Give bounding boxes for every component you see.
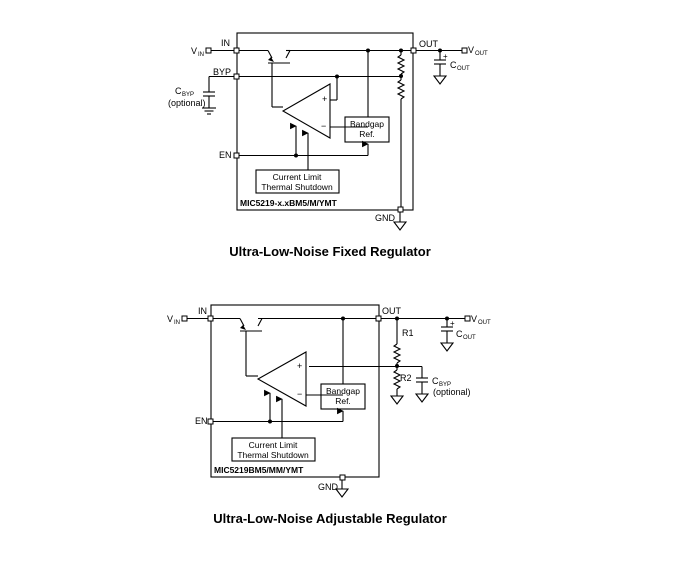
adjustable-pin-gnd [339,474,346,481]
svg-text:C: C [456,329,463,339]
adjustable-output-capacitor: + C OUT [439,318,476,352]
fixed-cout-ground-icon [432,75,448,85]
adjustable-gnd-icon [334,488,350,498]
svg-text:+: + [443,52,448,61]
svg-text:C: C [175,86,182,96]
adjustable-cbyp-ground-icon [414,393,430,403]
svg-text:−: − [321,121,326,131]
fixed-regulator-diagram: V IN IN OUT V OUT [168,32,488,259]
fixed-internal-divider [396,50,406,206]
svg-text:+: + [297,361,302,371]
adjustable-error-amplifier: + − [256,351,343,407]
svg-text:OUT: OUT [478,320,491,326]
svg-text:C: C [450,60,457,70]
adjustable-pass-transistor [213,317,376,332]
svg-text:IN: IN [174,320,180,326]
fixed-part-number: MIC5219-x.xBM5/M/YMT [240,198,338,208]
fixed-bandgap-label-2: Ref. [359,129,375,139]
svg-text:+: + [450,319,455,328]
adjustable-bypass-capacitor: C BYP (optional) [414,366,471,403]
svg-text:OUT: OUT [475,51,488,57]
adjustable-caption: Ultra-Low-Noise Adjustable Regulator [213,511,447,526]
adjustable-regulator-diagram: V IN IN OUT V OUT [167,304,491,526]
fixed-vout-terminal: V OUT [461,45,488,57]
adjustable-feedback-divider: R1 R2 [389,318,414,405]
svg-text:−: − [297,389,302,399]
adjustable-cout-ground-icon [439,342,455,352]
adjustable-pin-in [207,315,214,322]
fixed-current-limit-label-2: Thermal Shutdown [261,182,333,192]
svg-text:OUT: OUT [463,335,476,341]
adjustable-vin-terminal: V IN [167,314,209,326]
adjustable-r1-label: R1 [402,328,414,338]
adjustable-bandgap-label-1: Bandgap [326,386,360,396]
adjustable-pin-en-label: EN [195,416,208,426]
fixed-pin-gnd [397,206,404,213]
adjustable-pin-out-label: OUT [382,306,402,316]
fixed-error-amplifier: + − [281,83,368,139]
svg-text:(optional): (optional) [168,98,206,108]
fixed-pin-gnd-label: GND [375,213,396,223]
fixed-bypass-capacitor: C BYP (optional) [168,75,234,115]
fixed-pin-en-label: EN [219,150,232,160]
fixed-pin-out [410,47,417,54]
fixed-pin-in [233,47,240,54]
fixed-pin-en [233,152,240,159]
fixed-ic-outline [236,32,414,211]
svg-text:V: V [468,45,474,55]
fixed-pass-transistor [239,49,411,64]
svg-text:BYP: BYP [439,382,451,388]
adjustable-r2-ground-icon [389,395,405,405]
svg-text:V: V [167,314,173,324]
adjustable-current-limit-block [231,437,316,462]
svg-text:V: V [471,314,477,324]
adjustable-vout-terminal: V OUT [464,314,491,326]
adjustable-r2-label: R2 [400,373,412,383]
fixed-current-limit-block [255,169,340,194]
fixed-pin-byp [233,73,240,80]
svg-text:OUT: OUT [457,66,470,72]
svg-text:BYP: BYP [182,92,194,98]
svg-text:IN: IN [198,52,204,58]
adjustable-current-limit-label-1: Current Limit [249,440,298,450]
fixed-vin-terminal: V IN [191,46,236,58]
fixed-current-limit-label-1: Current Limit [273,172,322,182]
fixed-gnd-icon [392,221,408,231]
adjustable-pin-out [375,315,382,322]
fixed-output-capacitor: + C OUT [432,50,470,85]
adjustable-pin-in-label: IN [198,306,207,316]
adjustable-current-limit-label-2: Thermal Shutdown [237,450,309,460]
fixed-caption: Ultra-Low-Noise Fixed Regulator [229,244,431,259]
fixed-bandgap-label-1: Bandgap [350,119,384,129]
adjustable-pin-gnd-label: GND [318,482,339,492]
svg-text:C: C [432,376,439,386]
adjustable-bandgap-label-2: Ref. [335,396,351,406]
fixed-pin-out-label: OUT [419,39,439,49]
adjustable-part-number: MIC5219BM5/MM/YMT [214,465,304,475]
svg-text:(optional): (optional) [433,387,471,397]
adjustable-pin-en [207,418,214,425]
fixed-pin-byp-label: BYP [213,67,231,77]
svg-text:+: + [322,94,327,104]
adjustable-ic-outline [210,304,380,478]
svg-text:V: V [191,46,197,56]
fixed-pin-in-label: IN [221,38,230,48]
